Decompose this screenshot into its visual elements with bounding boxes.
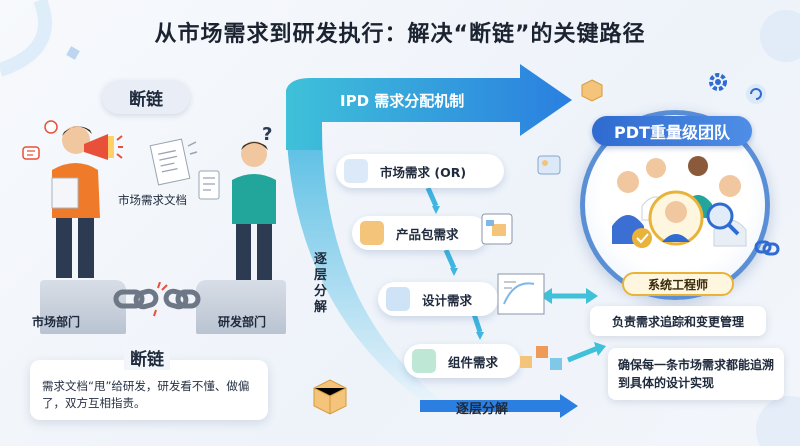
step-product-package: 产品包需求 [352,216,488,250]
document-icon [149,138,198,186]
step-label: 组件需求 [448,354,499,370]
gear-icon [709,73,727,91]
bottom-decompose-label: 逐层分解 [456,402,509,417]
person-card-icon [344,159,368,183]
broken-link-info-box [30,360,268,420]
link-chain-icon [754,240,780,256]
component-icon [412,349,436,373]
step-design-requirement: 设计需求 [378,282,498,316]
market-person-figure [51,126,100,278]
design-doc-icon [481,213,513,245]
blueprint-sheet-icon [497,273,545,315]
market-dept-label: 市场部门 [32,315,81,329]
badge-icon [632,228,652,248]
cliff-left [40,280,126,334]
megaphone-icon [84,134,123,160]
step-component-requirement: 组件需求 [404,344,520,378]
page-title: 从市场需求到研发执行：解决“断链”的关键路径 [154,22,646,47]
photo-icon [537,155,561,175]
pdt-team-banner: PDT重量级团队 [592,116,752,146]
question-mark-icon: ? [262,124,273,145]
blueprint-icon [386,287,410,311]
package-box-icon [313,379,347,415]
mechanism-label: IPD 需求分配机制 [340,92,465,110]
broken-chain-icon [113,282,201,317]
rd-dept-label: 研发部门 [218,315,267,329]
step-label: 产品包需求 [396,226,459,242]
magnifier-icon [706,202,734,230]
step-label: 设计需求 [422,292,473,308]
speech-bubble-icon [22,146,40,160]
team-members-figure [612,156,747,248]
paper-scroll-icon [198,170,220,200]
info-box-text: 需求文档“甩”给研发，研发看不懂、做偏了，双方互相指责。 [42,379,250,410]
step-market-requirement: 市场需求 (OR) [336,154,504,188]
market-doc-label: 市场需求文档 [118,193,187,207]
component-cubes-icon [520,346,562,370]
broken-link-pill: 断链 [102,80,190,114]
box-icon [360,221,384,245]
step-label: 市场需求 (OR) [380,164,467,180]
info-box-title: 断链 [124,345,170,370]
cliff-right [196,280,286,334]
refresh-icon [746,84,766,104]
rd-person-figure [232,141,276,280]
responsibility-box: 负责需求追踪和变更管理 [590,306,766,336]
ensure-traceability-box: 确保每一条市场需求都能追溯到具体的设计实现 [608,348,784,400]
system-engineer-badge: 系统工程师 [622,272,734,296]
alert-bubble-icon [44,120,58,134]
box-icon [581,79,603,102]
vertical-decompose-label: 逐层分解 [314,252,328,315]
